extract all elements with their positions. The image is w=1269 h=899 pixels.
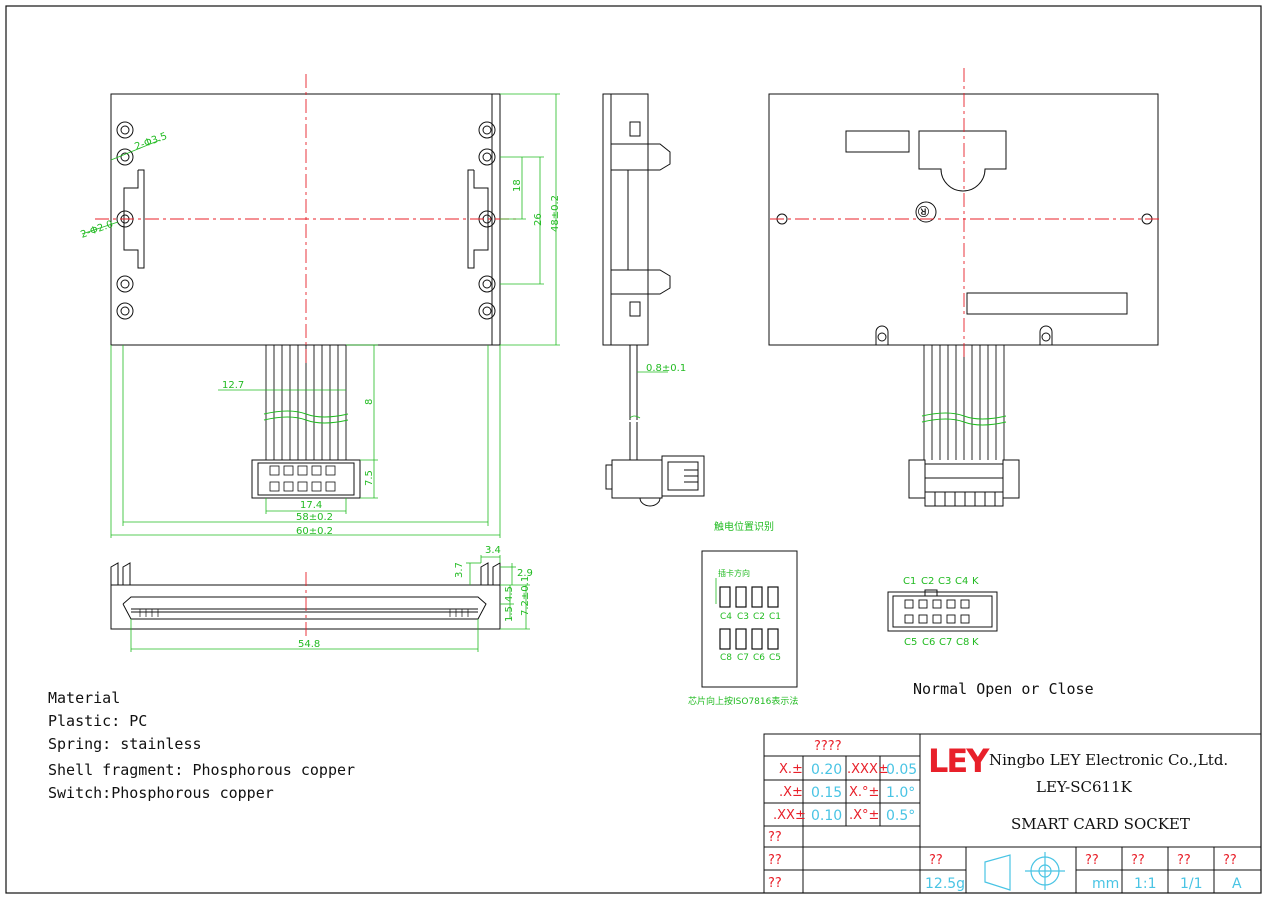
pin-label-c3: C3 xyxy=(938,576,951,587)
pin-label-c2: C2 xyxy=(921,576,934,587)
sheet-label: ?? xyxy=(1177,853,1191,868)
material-line-shell: Shell fragment: Phosphorous copper xyxy=(48,761,356,779)
part-number: LEY-SC611K xyxy=(1036,778,1133,796)
contact-diagram: 触电位置识别 插卡方向 C4 C3 C2 C1 C8 C7 C6 C5 芯片向上… xyxy=(688,520,798,707)
bottom-dimensions xyxy=(130,555,530,652)
dim-18: 18 xyxy=(512,179,523,192)
dim-3-4: 3.4 xyxy=(485,545,501,556)
company-name: Ningbo LEY Electronic Co.,Ltd. xyxy=(989,751,1228,769)
projection-symbol-icon xyxy=(984,852,1065,891)
dim-hole-large: 2-Φ3.5 xyxy=(133,131,168,153)
tol-value-3: 0.10 xyxy=(811,808,842,824)
dim-2-9: 2.9 xyxy=(517,568,533,579)
tb-left-label-3: ?? xyxy=(768,876,782,891)
tol-label2-1: .XXX± xyxy=(847,762,889,777)
contact-card-outline xyxy=(701,550,798,688)
scale-label: ?? xyxy=(1131,853,1145,868)
dim-hole-small: 2-Φ2.0 xyxy=(79,219,114,241)
dim-58: 58±0.2 xyxy=(296,512,333,523)
material-line-plastic: Plastic: PC xyxy=(48,712,148,730)
tol-label2-3: .X°± xyxy=(849,808,879,823)
tol-value-1: 0.20 xyxy=(811,762,842,778)
contact-diagram-title: 触电位置识别 xyxy=(714,520,774,533)
dim-1-5: 1.5 xyxy=(504,606,515,622)
unit-label: ?? xyxy=(1085,853,1099,868)
dim-54-8: 54.8 xyxy=(298,639,320,650)
contact-label-c8: C8 xyxy=(720,653,732,663)
front-centerlines xyxy=(95,74,520,365)
pinout-caption: Normal Open or Close xyxy=(913,680,1094,698)
pin-label-c7: C7 xyxy=(939,637,952,648)
contact-label-c5: C5 xyxy=(769,653,781,663)
material-heading: Material xyxy=(48,689,121,707)
registered-mark-icon: ® xyxy=(916,202,931,220)
dim-4-5: 4.5 xyxy=(504,586,515,602)
dim-26: 26 xyxy=(533,213,544,226)
front-view xyxy=(110,93,501,499)
revision-label: ?? xyxy=(1223,853,1237,868)
tol-value2-1: 0.05 xyxy=(886,762,917,778)
dim-ribbon-thickness: 0.8±0.1 xyxy=(646,363,686,374)
tol-label2-2: X.°± xyxy=(849,785,879,800)
part-name: SMART CARD SOCKET xyxy=(1011,815,1190,833)
pin-label-c8: C8 xyxy=(956,637,969,648)
pin-label-c4: C4 xyxy=(955,576,968,587)
scale-value: 1:1 xyxy=(1134,876,1157,892)
connector-pinout: C1 C2 C3 C4 K C5 C6 C7 C8 K Normal Ope xyxy=(887,576,1094,698)
tol-label-1: X.± xyxy=(779,762,803,777)
tb-left-label-1: ?? xyxy=(768,830,782,845)
top-view xyxy=(768,93,1159,507)
top-centerlines xyxy=(770,68,1160,360)
side-view xyxy=(602,93,705,507)
material-line-switch: Switch:Phosphorous copper xyxy=(48,784,274,802)
tol-value-2: 0.15 xyxy=(811,785,842,801)
contact-label-c7: C7 xyxy=(737,653,749,663)
contact-label-c3: C3 xyxy=(737,612,749,622)
tb-left-label-2: ?? xyxy=(768,853,782,868)
contact-diagram-caption: 芯片向上按ISO7816表示法 xyxy=(688,695,798,707)
front-body-outline xyxy=(110,93,501,346)
pin-label-c1: C1 xyxy=(903,576,916,587)
dim-8: 8 xyxy=(364,399,375,405)
dim-60: 60±0.2 xyxy=(296,526,333,537)
dim-3-7: 3.7 xyxy=(454,562,465,578)
insert-direction-label: 插卡方向 xyxy=(718,568,750,578)
unit-value: mm xyxy=(1092,876,1119,892)
tolerance-header: ???? xyxy=(814,739,842,754)
contact-label-c1: C1 xyxy=(769,612,781,622)
tol-label-2: .X± xyxy=(779,785,803,800)
contact-label-c6: C6 xyxy=(753,653,765,663)
pin-label-k-bottom: K xyxy=(972,637,979,648)
front-dim-labels: 2-Φ2.0 2-Φ3.5 18 26 48±0.2 12.7 8 7.5 17… xyxy=(79,131,561,537)
sheet-value: 1/1 xyxy=(1180,876,1203,892)
contact-label-c2: C2 xyxy=(753,612,765,622)
material-line-spring: Spring: stainless xyxy=(48,735,202,753)
revision-value: A xyxy=(1232,876,1242,892)
dim-7-5: 7.5 xyxy=(364,470,375,486)
pin-label-k-top: K xyxy=(972,576,979,587)
tol-value2-2: 1.0° xyxy=(886,785,915,801)
dim-48: 48±0.2 xyxy=(550,195,561,232)
side-dimensions xyxy=(629,371,668,419)
dim-12-7: 12.7 xyxy=(222,380,244,391)
bottom-view xyxy=(110,562,501,630)
dim-17-4: 17.4 xyxy=(300,500,322,511)
contact-label-c4: C4 xyxy=(720,612,732,622)
bottom-dim-labels: 3.4 3.7 2.9 4.5 7.2±0.1 1.5 54.8 xyxy=(298,545,533,650)
weight-label: ?? xyxy=(929,853,943,868)
sheet-border xyxy=(5,5,1262,894)
pin-label-c5: C5 xyxy=(904,637,917,648)
title-block: ???? X.± 0.20 .XXX± 0.05 .X± 0.15 X.°± 1… xyxy=(763,733,1262,894)
tol-value2-3: 0.5° xyxy=(886,808,915,824)
company-logo: LEY xyxy=(928,742,990,780)
tol-label-3: .XX± xyxy=(773,808,806,823)
dim-7-2: 7.2±0.1 xyxy=(520,576,531,616)
pin-label-c6: C6 xyxy=(922,637,935,648)
weight-value: 12.5g xyxy=(925,876,965,892)
front-dimensions xyxy=(81,93,560,538)
